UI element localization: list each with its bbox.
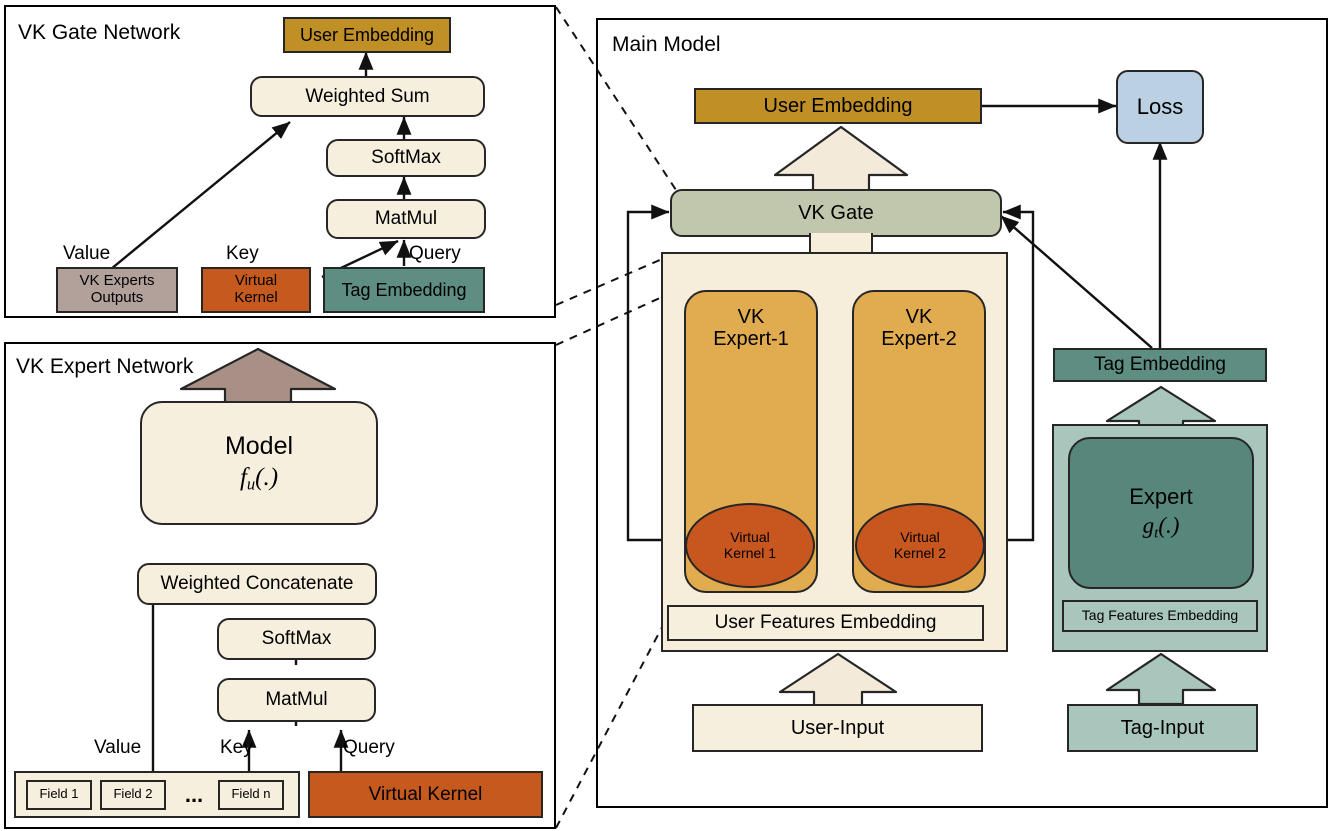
main-loss-box[interactable]: Loss	[1116, 70, 1204, 144]
gate-vk-experts-outputs-box[interactable]: VK Experts Outputs	[56, 267, 178, 313]
gate-virtual-kernel-box[interactable]: Virtual Kernel	[201, 267, 311, 313]
main-user-features-embedding-box[interactable]: User Features Embedding	[667, 605, 984, 641]
main-tag-input-box[interactable]: Tag-Input	[1067, 704, 1258, 752]
panel-title-vk-gate-network: VK Gate Network	[18, 21, 181, 44]
main-tag-input-arrow	[1105, 652, 1217, 704]
gate-tag-embedding-box[interactable]: Tag Embedding	[323, 267, 485, 313]
gate-weighted-sum-box[interactable]: Weighted Sum	[250, 76, 485, 117]
expert-label-key: Key	[220, 737, 253, 758]
main-tag-features-embedding-box[interactable]: Tag Features Embedding	[1062, 600, 1258, 632]
main-tag-expert-label: Expert	[1129, 484, 1193, 510]
expert-output-arrow	[179, 347, 337, 409]
main-tag-embedding-arrow	[1105, 385, 1217, 433]
expert-matmul-box[interactable]: MatMul	[217, 678, 376, 722]
main-vk-gate-box[interactable]: VK Gate	[670, 189, 1002, 237]
expert-field-box[interactable]: Field 1	[26, 779, 92, 810]
main-virtual-kernel-1-ellipse[interactable]: Virtual Kernel 1	[685, 503, 815, 588]
gate-label-query: Query	[409, 243, 461, 264]
main-user-embedding-arrow	[773, 125, 909, 193]
gate-matmul-box[interactable]: MatMul	[326, 199, 486, 239]
gate-label-key: Key	[226, 243, 259, 264]
main-tag-expert-function: gt(.)	[1142, 512, 1180, 541]
expert-fields-ellipsis: ...	[184, 781, 204, 807]
expert-field-box[interactable]: Field 2	[100, 779, 166, 810]
expert-field-box[interactable]: Field n	[218, 779, 284, 810]
main-tag-embedding-box[interactable]: Tag Embedding	[1053, 348, 1267, 382]
expert-model-label: Model	[224, 431, 294, 460]
expert-label-value: Value	[94, 737, 142, 758]
expert-label-query: Query	[343, 737, 395, 758]
main-tag-expert-box[interactable]: Expert gt(.)	[1068, 437, 1254, 589]
gate-user-embedding-box[interactable]: User Embedding	[283, 17, 451, 53]
main-user-input-box[interactable]: User-Input	[692, 704, 983, 752]
panel-title-main-model: Main Model	[612, 33, 721, 56]
gate-softmax-box[interactable]: SoftMax	[326, 139, 486, 177]
panel-title-vk-expert-network: VK Expert Network	[16, 355, 194, 378]
expert-model-function: fu(.)	[239, 463, 279, 494]
gate-label-value: Value	[63, 243, 111, 264]
main-user-embedding-box[interactable]: User Embedding	[694, 88, 982, 124]
expert-weighted-concatenate-box[interactable]: Weighted Concatenate	[137, 563, 377, 605]
expert-softmax-box[interactable]: SoftMax	[217, 618, 376, 660]
expert-model-box[interactable]: Model fu(.)	[140, 401, 378, 525]
main-user-input-arrow	[778, 652, 898, 706]
main-virtual-kernel-2-ellipse[interactable]: Virtual Kernel 2	[855, 503, 985, 588]
expert-fields-container: Field 1 Field 2 ... Field n	[14, 771, 300, 818]
expert-virtual-kernel-box[interactable]: Virtual Kernel	[308, 771, 543, 818]
